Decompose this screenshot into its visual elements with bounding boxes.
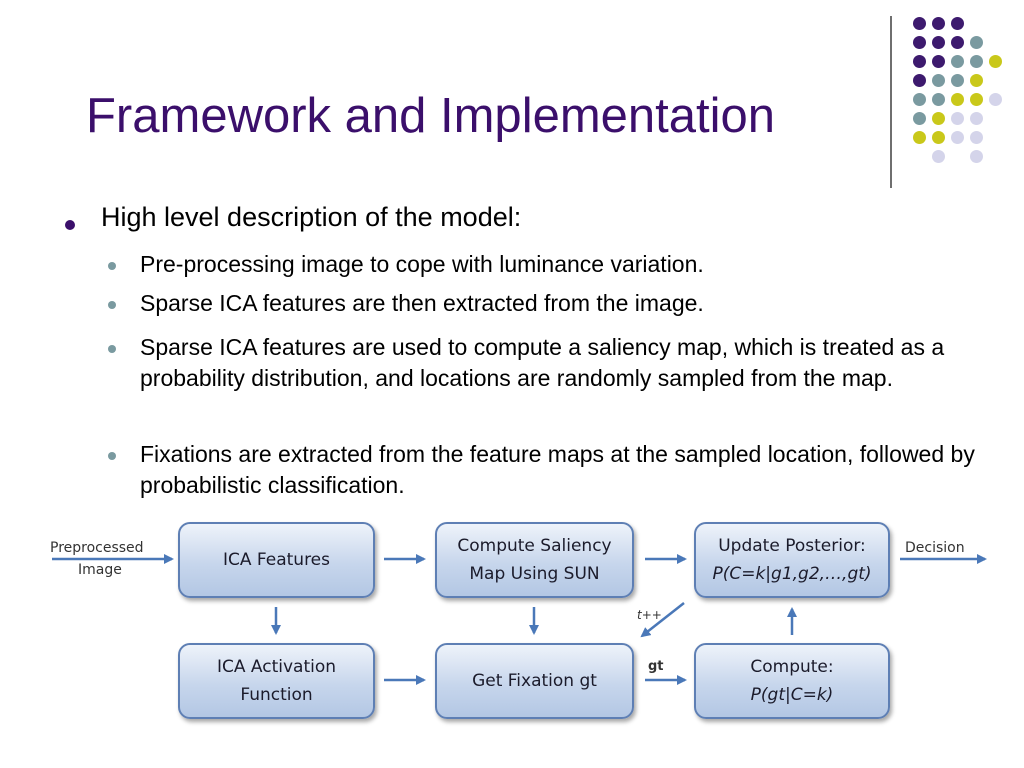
decorative-dot	[932, 93, 945, 106]
decorative-dot	[989, 93, 1002, 106]
decorative-dot	[913, 55, 926, 68]
fixation-label: Get Fixation gt	[472, 671, 597, 691]
compute-box: Compute: P(gt|C=k)	[694, 643, 890, 719]
decorative-dot	[951, 74, 964, 87]
update-formula: P(C=k|g1,g2,…,gt)	[712, 564, 872, 584]
decorative-dot	[970, 112, 983, 125]
decorative-dot	[932, 74, 945, 87]
compute-line1: Compute:	[750, 657, 834, 677]
main-bullet: High level description of the model:	[101, 202, 522, 232]
decorative-dot	[913, 36, 926, 49]
decorative-dot	[970, 74, 983, 87]
decorative-dot	[951, 131, 964, 144]
decorative-dot	[951, 55, 964, 68]
decorative-dot	[989, 55, 1002, 68]
decorative-dot	[913, 131, 926, 144]
ica-activation-line2: Function	[240, 685, 313, 705]
decorative-dot	[951, 36, 964, 49]
slide-title: Framework and Implementation	[86, 89, 776, 143]
decorative-dot	[970, 131, 983, 144]
decorative-dot	[951, 93, 964, 106]
get-fixation-box: Get Fixation gt	[435, 643, 634, 719]
ica-features-label: ICA Features	[222, 550, 330, 570]
decorative-dot	[932, 131, 945, 144]
ica-activation-line1: ICA Activation	[216, 657, 337, 677]
decorative-dot	[970, 36, 983, 49]
ica-features-box: ICA Features	[178, 522, 375, 598]
ica-activation-box: ICA Activation Function	[178, 643, 375, 719]
bullet-dot	[65, 220, 75, 230]
model-flow-diagram: Preprocessed Image Decision t++ gt ICA F…	[0, 515, 1024, 755]
decorative-dot	[970, 93, 983, 106]
bullet-dot	[108, 262, 116, 270]
decorative-dot	[932, 36, 945, 49]
input-label-line1: Preprocessed	[50, 540, 144, 556]
output-label: Decision	[905, 540, 965, 556]
sub-bullet-4: Fixations are extracted from the feature…	[140, 441, 975, 498]
gt-label: gt	[648, 659, 664, 674]
saliency-line1: Compute Saliency	[457, 536, 612, 556]
bullet-dot	[108, 452, 116, 460]
decorative-dot	[913, 93, 926, 106]
decorative-dot	[913, 112, 926, 125]
saliency-box: Compute Saliency Map Using SUN	[435, 522, 634, 598]
decorative-dot	[913, 74, 926, 87]
decorative-dot	[913, 17, 926, 30]
title-divider	[890, 16, 892, 188]
decorative-dot	[932, 150, 945, 163]
decorative-dot	[932, 55, 945, 68]
input-label-line2: Image	[78, 562, 122, 578]
diagram-arrows	[52, 554, 987, 685]
update-line1: Update Posterior:	[718, 536, 866, 556]
decorative-dot	[951, 112, 964, 125]
sub-bullet-3: Sparse ICA features are used to compute …	[140, 334, 945, 391]
loop-label: t++	[637, 608, 662, 622]
decorative-dot	[970, 150, 983, 163]
saliency-line2: Map Using SUN	[469, 564, 600, 584]
compute-formula: P(gt|C=k)	[750, 685, 834, 705]
decorative-dot	[970, 55, 983, 68]
decorative-dot	[951, 17, 964, 30]
bullet-dot	[108, 301, 116, 309]
decorative-dot	[932, 112, 945, 125]
sub-bullet-1: Pre-processing image to cope with lumina…	[140, 251, 704, 277]
bullet-dot	[108, 345, 116, 353]
update-posterior-box: Update Posterior: P(C=k|g1,g2,…,gt)	[694, 522, 890, 598]
arrow-loop	[640, 602, 685, 638]
decorative-dot	[932, 17, 945, 30]
sub-bullet-2: Sparse ICA features are then extracted f…	[140, 290, 704, 316]
